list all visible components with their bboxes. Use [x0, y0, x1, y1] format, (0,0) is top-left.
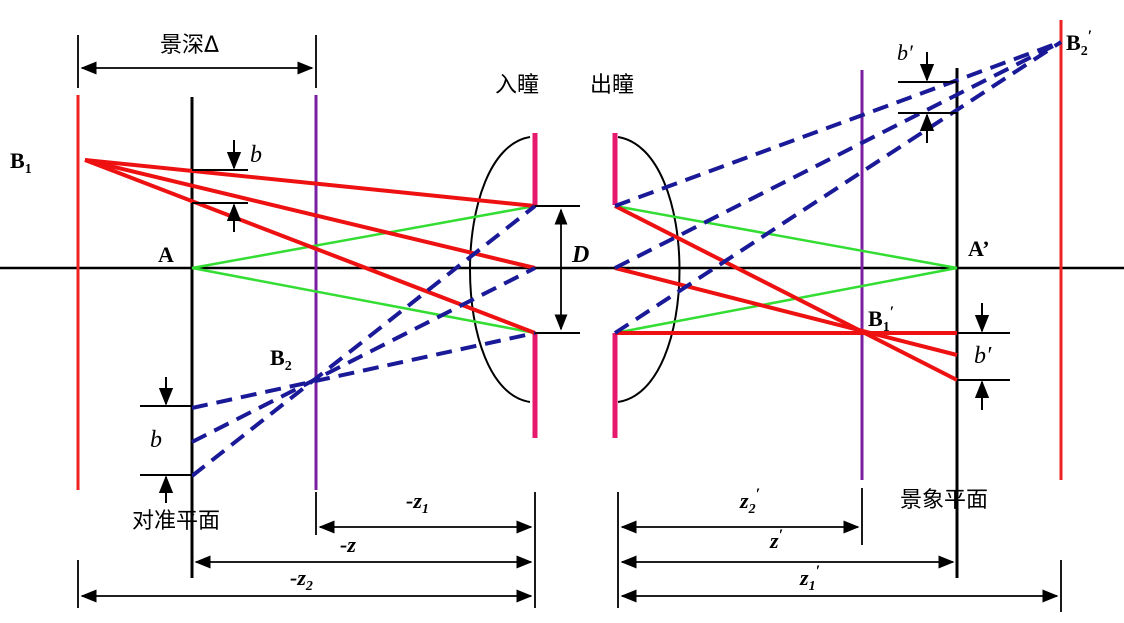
- dim-z2-prime-label: z2′: [739, 486, 760, 517]
- blur-mark-left-bottom: [140, 377, 192, 503]
- red-rays-image: [614, 204, 958, 382]
- red-rays-object: [84, 158, 536, 335]
- dim-z-prime-label: z′: [769, 527, 783, 553]
- blur-b-prime-top-label: b′: [897, 40, 914, 65]
- blur-b-bottom-label: b: [150, 427, 162, 453]
- point-B2-label: B2: [270, 345, 292, 374]
- blue-dashed-rays: [190, 40, 1063, 478]
- dimension-lines-right: [617, 488, 1062, 612]
- blur-mark-left-top: [192, 140, 248, 232]
- lens-left: [469, 136, 531, 403]
- image-plane-label: 景象平面: [900, 488, 988, 513]
- entrance-pupil-label: 入瞳: [495, 73, 539, 98]
- dim-neg-z2-label: -z2: [290, 565, 313, 594]
- dimension-lines-left: [77, 492, 536, 608]
- point-B1-label: B1: [10, 148, 32, 177]
- depth-of-field-dimension: [77, 35, 317, 88]
- green-rays: [191, 204, 958, 335]
- blur-b-top-label: b: [250, 142, 262, 168]
- dim-neg-z-label: -z: [340, 532, 356, 557]
- focus-plane-label: 对准平面: [132, 509, 220, 534]
- blur-mark-right-top: [898, 52, 957, 143]
- blur-b-prime-bottom-label: b′: [974, 343, 992, 369]
- blur-mark-right-bottom: [957, 303, 1010, 410]
- dim-neg-z1-label: -z1: [406, 488, 429, 517]
- point-A-prime-label: A’: [968, 236, 990, 261]
- dim-z1-prime-label: z1′: [799, 563, 820, 594]
- point-A-label: A: [158, 242, 174, 267]
- point-B1-prime-label: B1′: [868, 304, 894, 335]
- lens-right: [617, 136, 681, 403]
- exit-pupil-label: 出瞳: [590, 73, 634, 98]
- depth-of-field-label: 景深Δ: [160, 33, 219, 58]
- point-B2-prime-label: B2′: [1066, 28, 1092, 59]
- aperture-D-label: D: [571, 242, 589, 268]
